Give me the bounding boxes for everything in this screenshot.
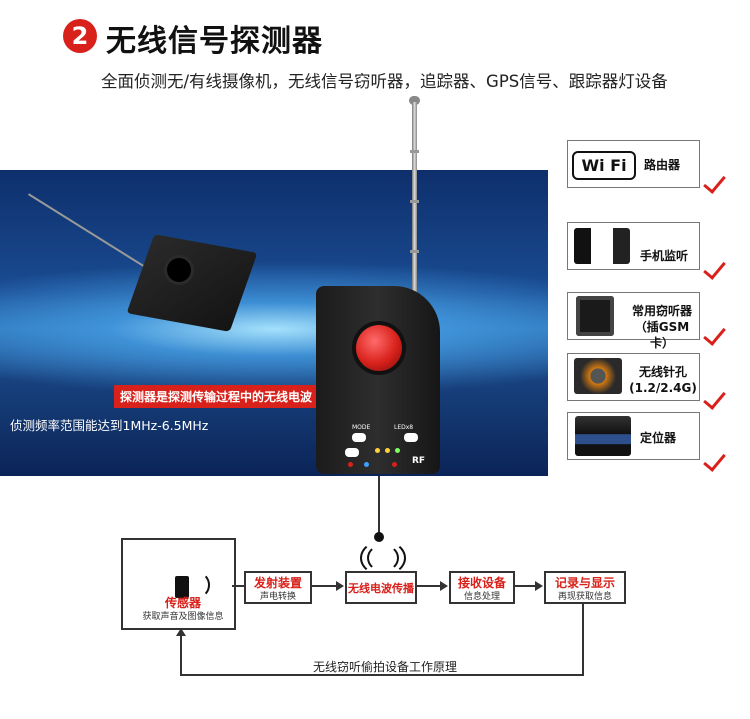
arrow-up-icon bbox=[176, 628, 186, 636]
sensor-icon bbox=[175, 576, 189, 598]
indicator-led bbox=[348, 462, 353, 467]
device-mode-label: MODE bbox=[352, 424, 371, 431]
hero-banner bbox=[0, 170, 548, 476]
arrow-right-icon bbox=[535, 581, 543, 591]
radio-wave-icon bbox=[360, 540, 406, 576]
wifi-icon: Wi Fi bbox=[572, 151, 636, 180]
receive-sub: 信息处理 bbox=[463, 592, 500, 602]
device-led-label: LEDx8 bbox=[394, 424, 414, 431]
receive-box: 接收设备 信息处理 bbox=[449, 571, 515, 604]
page-subtitle: 全面侦测无/有线摄像机，无线信号窃听器，追踪器、GPS信号、跟踪器灯设备 bbox=[101, 72, 668, 91]
record-title: 记录与显示 bbox=[554, 576, 615, 590]
sensor-title: 传感器 bbox=[164, 596, 201, 610]
check-icon bbox=[703, 448, 726, 472]
antenna-dot-icon bbox=[374, 532, 384, 542]
flow-connector bbox=[513, 585, 535, 587]
sensor-sub: 获取声音及图像信息 bbox=[142, 612, 224, 622]
side-item-phone-label: 手机监听 bbox=[640, 249, 689, 263]
tracker-case-icon bbox=[575, 416, 631, 456]
check-icon bbox=[703, 322, 726, 346]
check-icon bbox=[703, 386, 726, 410]
antenna-segment bbox=[410, 250, 419, 253]
indicator-led bbox=[395, 448, 400, 453]
device-led-button bbox=[404, 433, 418, 442]
transmit-title: 发射装置 bbox=[253, 576, 302, 590]
antenna-segment bbox=[410, 150, 419, 153]
diagram-caption: 无线窃听偷拍设备工作原理 bbox=[313, 660, 458, 674]
record-box: 记录与显示 再现获取信息 bbox=[544, 571, 626, 604]
pinhole-camera-icon bbox=[574, 358, 622, 394]
return-line bbox=[582, 602, 584, 674]
detector-lens-icon bbox=[356, 325, 402, 371]
transmit-sub: 声电转换 bbox=[259, 592, 296, 602]
bug-label-line2: （插GSM卡） bbox=[634, 320, 690, 350]
device-power-button bbox=[345, 448, 359, 457]
arrow-right-icon bbox=[440, 581, 448, 591]
indicator-led bbox=[375, 448, 380, 453]
phone-icon bbox=[574, 228, 630, 264]
check-icon bbox=[703, 256, 726, 280]
frequency-caption: 侦测频率范围能达到1MHz-6.5MHz bbox=[10, 418, 209, 433]
page-title: 无线信号探测器 bbox=[106, 24, 323, 59]
return-line bbox=[180, 674, 584, 676]
sensor-wave-icon bbox=[186, 572, 210, 598]
flow-connector bbox=[415, 585, 440, 587]
pinhole-label-line1: 无线针孔 bbox=[638, 365, 687, 379]
detector-device bbox=[316, 286, 440, 474]
side-item-router bbox=[567, 140, 700, 188]
radio-title: 无线电波传播 bbox=[348, 582, 414, 595]
side-item-tracker-label: 定位器 bbox=[640, 431, 677, 445]
antenna-tip bbox=[409, 96, 420, 105]
side-item-bug-label: 常用窃听器 （插GSM卡） bbox=[628, 303, 696, 351]
indicator-led bbox=[385, 448, 390, 453]
flow-connector bbox=[310, 585, 336, 587]
side-item-pinhole-label: 无线针孔 (1.2/2.4G) bbox=[628, 364, 698, 396]
indicator-led bbox=[364, 462, 369, 467]
arrow-right-icon bbox=[336, 581, 344, 591]
bug-device-icon bbox=[576, 296, 614, 336]
camera-lens-icon bbox=[167, 258, 191, 282]
receive-title: 接收设备 bbox=[457, 576, 506, 590]
device-to-radio-line bbox=[378, 476, 380, 536]
pinhole-label-line2: (1.2/2.4G) bbox=[629, 381, 697, 395]
antenna-segment bbox=[410, 200, 419, 203]
radio-box: 无线电波传播 bbox=[345, 571, 417, 604]
record-sub: 再现获取信息 bbox=[557, 592, 612, 602]
banner-red-label: 探测器是探测传输过程中的无线电波 bbox=[114, 385, 319, 408]
device-mode-button bbox=[352, 433, 366, 442]
side-item-router-label: 路由器 bbox=[644, 158, 681, 172]
section-number-badge: 2 bbox=[63, 19, 97, 53]
device-rf-label: RF bbox=[412, 456, 426, 466]
bug-label-line1: 常用窃听器 bbox=[631, 304, 692, 318]
flow-connector bbox=[232, 585, 244, 587]
return-line bbox=[180, 636, 182, 676]
transmit-box: 发射装置 声电转换 bbox=[244, 571, 312, 604]
indicator-led bbox=[392, 462, 397, 467]
check-icon bbox=[703, 170, 726, 194]
